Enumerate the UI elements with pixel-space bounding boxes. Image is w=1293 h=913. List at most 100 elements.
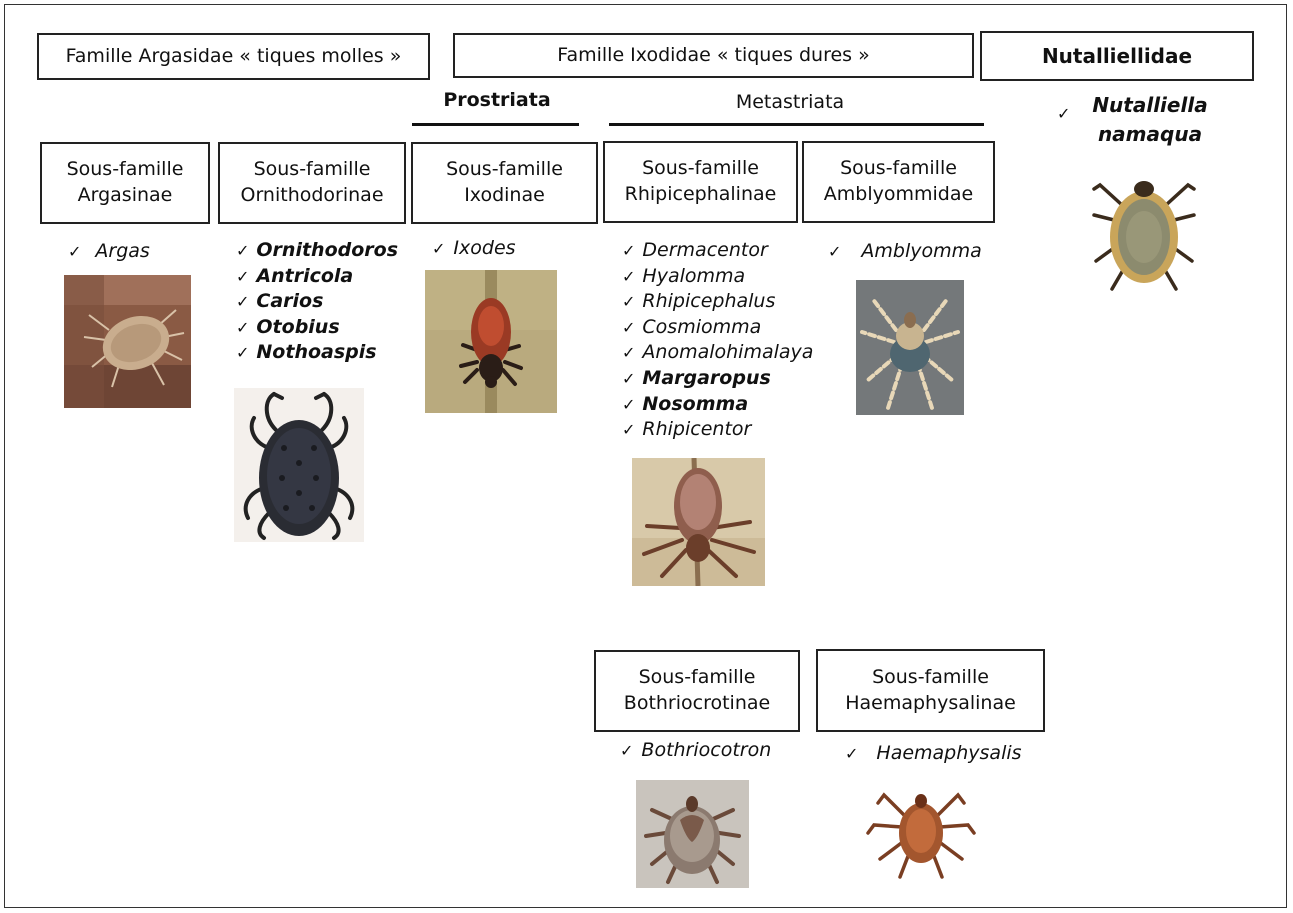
ixodes-tick-photo [425, 270, 557, 413]
check-icon: ✓ [236, 266, 250, 286]
subfamily-rhipicephalinae-line2: Rhipicephalinae [624, 183, 777, 205]
genus-name: Haemaphysalis [876, 742, 1022, 764]
list-item: ✓ Carios [236, 289, 398, 315]
genus-name: Bothriocotron [641, 739, 772, 761]
figure-frame [4, 4, 1287, 908]
genus-name: Amblyomma [861, 240, 982, 262]
ornithodoros-tick-photo [234, 388, 364, 542]
subfamily-ixodinae-line2: Ixodinae [464, 184, 545, 206]
genus-name: Nothoaspis [256, 341, 377, 364]
list-item: ✓ Rhipicentor [622, 417, 813, 443]
genus-ixodes: ✓ Ixodes [432, 237, 516, 259]
list-item: ✓ Nosomma [622, 392, 813, 418]
list-item: ✓ Cosmiomma [622, 315, 813, 341]
nutalliella-tick-photo [1090, 165, 1198, 293]
list-item: ✓ Anomalohimalaya [622, 340, 813, 366]
family-argasidae-label: Famille Argasidae « tiques molles » [65, 44, 402, 67]
genus-name: Nosomma [642, 392, 749, 415]
check-icon: ✓ [236, 292, 250, 312]
list-item: ✓ Antricola [236, 264, 398, 290]
list-item: ✓ Hyalomma [622, 264, 813, 290]
genus-name-line1: Nutalliella [1092, 93, 1208, 117]
check-icon: ✓ [68, 242, 82, 261]
subfamily-haemaphysalinae-box: Sous-famille Haemaphysalinae [816, 649, 1045, 732]
subfamily-amblyommidae-line1: Sous-famille [840, 157, 957, 180]
subfamily-ixodinae-box: Sous-famille Ixodinae [411, 142, 598, 224]
metastriata-rule [609, 123, 984, 126]
subfamily-argasinae-line1: Sous-famille [66, 158, 184, 181]
check-icon: ✓ [622, 266, 636, 286]
genus-name: Otobius [256, 315, 340, 338]
bothriocroton-tick-photo [636, 780, 749, 888]
check-icon: ✓ [622, 292, 636, 312]
genus-name: Hyalomma [642, 264, 746, 287]
genus-name: Ornithodoros [256, 239, 399, 261]
genus-nutalliella: Nutalliella namaqua [1080, 91, 1220, 149]
genus-name: Cosmiomma [642, 315, 762, 338]
genus-name: Rhipicentor [642, 418, 752, 441]
amblyomma-tick-photo [856, 280, 964, 415]
check-icon: ✓ [236, 241, 250, 260]
subfamily-ornithodorinae-box: Sous-famille Ornithodorinae [218, 142, 406, 224]
genus-list-rhipicephalinae: ✓ Dermacentor ✓ Hyalomma ✓ Rhipicephalus ✓ C… [622, 238, 813, 443]
genus-name: Argas [95, 240, 150, 262]
genus-name: Rhipicephalus [642, 290, 776, 313]
subfamily-ornithodorinae-line1: Sous-famille [253, 158, 371, 181]
prostriata-rule [412, 123, 579, 126]
genus-name-line2: namaqua [1097, 122, 1203, 146]
genus-name: Margaropus [642, 366, 771, 389]
subfamily-argasinae-box: Sous-famille Argasinae [40, 142, 210, 224]
genus-bothriocotron: ✓ Bothriocotron [620, 739, 771, 761]
subfamily-amblyommidae-box: Sous-famille Amblyommidae [802, 141, 995, 223]
check-icon: ✓ [622, 317, 636, 337]
subfamily-bothriocrotinae-box: Sous-famille Bothriocrotinae [594, 650, 800, 732]
subfamily-bothriocrotinae-line2: Bothriocrotinae [623, 692, 771, 714]
rhipicephalinae-tick-photo [632, 458, 765, 586]
check-icon: ✓ [432, 239, 446, 258]
genus-name: Ixodes [453, 237, 516, 259]
list-item: ✓ Margaropus [622, 366, 813, 392]
check-icon: ✓ [622, 343, 636, 363]
subfamily-argasinae-line2: Argasinae [77, 184, 173, 206]
check-icon: ✓ [622, 368, 636, 388]
check-icon: ✓ [236, 343, 250, 363]
list-item: ✓ Otobius [236, 315, 398, 341]
list-item: ✓ Rhipicephalus [622, 289, 813, 315]
group-prostriata-label: Prostriata [443, 89, 551, 111]
genus-haemaphysalis: ✓ Haemaphysalis [845, 742, 1022, 764]
genus-argas: ✓ Argas [68, 240, 150, 262]
family-ixodidae-box: Famille Ixodidae « tiques dures » [453, 33, 974, 78]
genus-amblyomma: ✓ Amblyomma [828, 240, 982, 262]
check-icon: ✓ [620, 741, 634, 760]
family-nutalliellidae-box: Nutalliellidae [980, 31, 1254, 81]
genus-name: Dermacentor [642, 239, 768, 261]
subfamily-ixodinae-line1: Sous-famille [446, 158, 563, 181]
family-nutalliellidae-label: Nutalliellidae [1041, 43, 1193, 68]
subfamily-rhipicephalinae-line1: Sous-famille [642, 157, 759, 180]
check-icon: ✓ [828, 242, 842, 261]
check-icon: ✓ [236, 317, 250, 337]
genus-name: Anomalohimalaya [642, 341, 814, 364]
check-icon: ✓ [622, 241, 636, 260]
subfamily-amblyommidae-line2: Amblyommidae [823, 183, 974, 205]
genus-name: Antricola [256, 264, 354, 287]
haemaphysalis-tick-photo [864, 777, 978, 885]
family-ixodidae-label: Famille Ixodidae « tiques dures » [557, 43, 870, 66]
genus-name: Carios [256, 290, 324, 313]
genus-list-ornithodorinae: ✓ Ornithodoros ✓ Antricola ✓ Carios ✓ Otobiu… [236, 238, 398, 366]
subfamily-haemaphysalinae-line2: Haemaphysalinae [845, 691, 1016, 714]
check-icon: ✓ [622, 394, 636, 414]
group-metastriata-label: Metastriata [735, 91, 845, 113]
subfamily-bothriocrotinae-line1: Sous-famille [638, 666, 756, 689]
list-item: ✓ Ornithodoros [236, 238, 398, 264]
subfamily-rhipicephalinae-box: Sous-famille Rhipicephalinae [603, 141, 798, 223]
family-argasidae-box: Famille Argasidae « tiques molles » [37, 33, 430, 80]
check-icon: ✓ [845, 744, 859, 763]
subfamily-haemaphysalinae-line1: Sous-famille [872, 665, 989, 688]
check-icon: ✓ [1057, 104, 1071, 123]
list-item: ✓ Dermacentor [622, 238, 813, 264]
argas-tick-photo [64, 275, 191, 408]
subfamily-ornithodorinae-line2: Ornithodorinae [240, 184, 384, 206]
check-icon: ✓ [622, 420, 636, 440]
list-item: ✓ Nothoaspis [236, 340, 398, 366]
